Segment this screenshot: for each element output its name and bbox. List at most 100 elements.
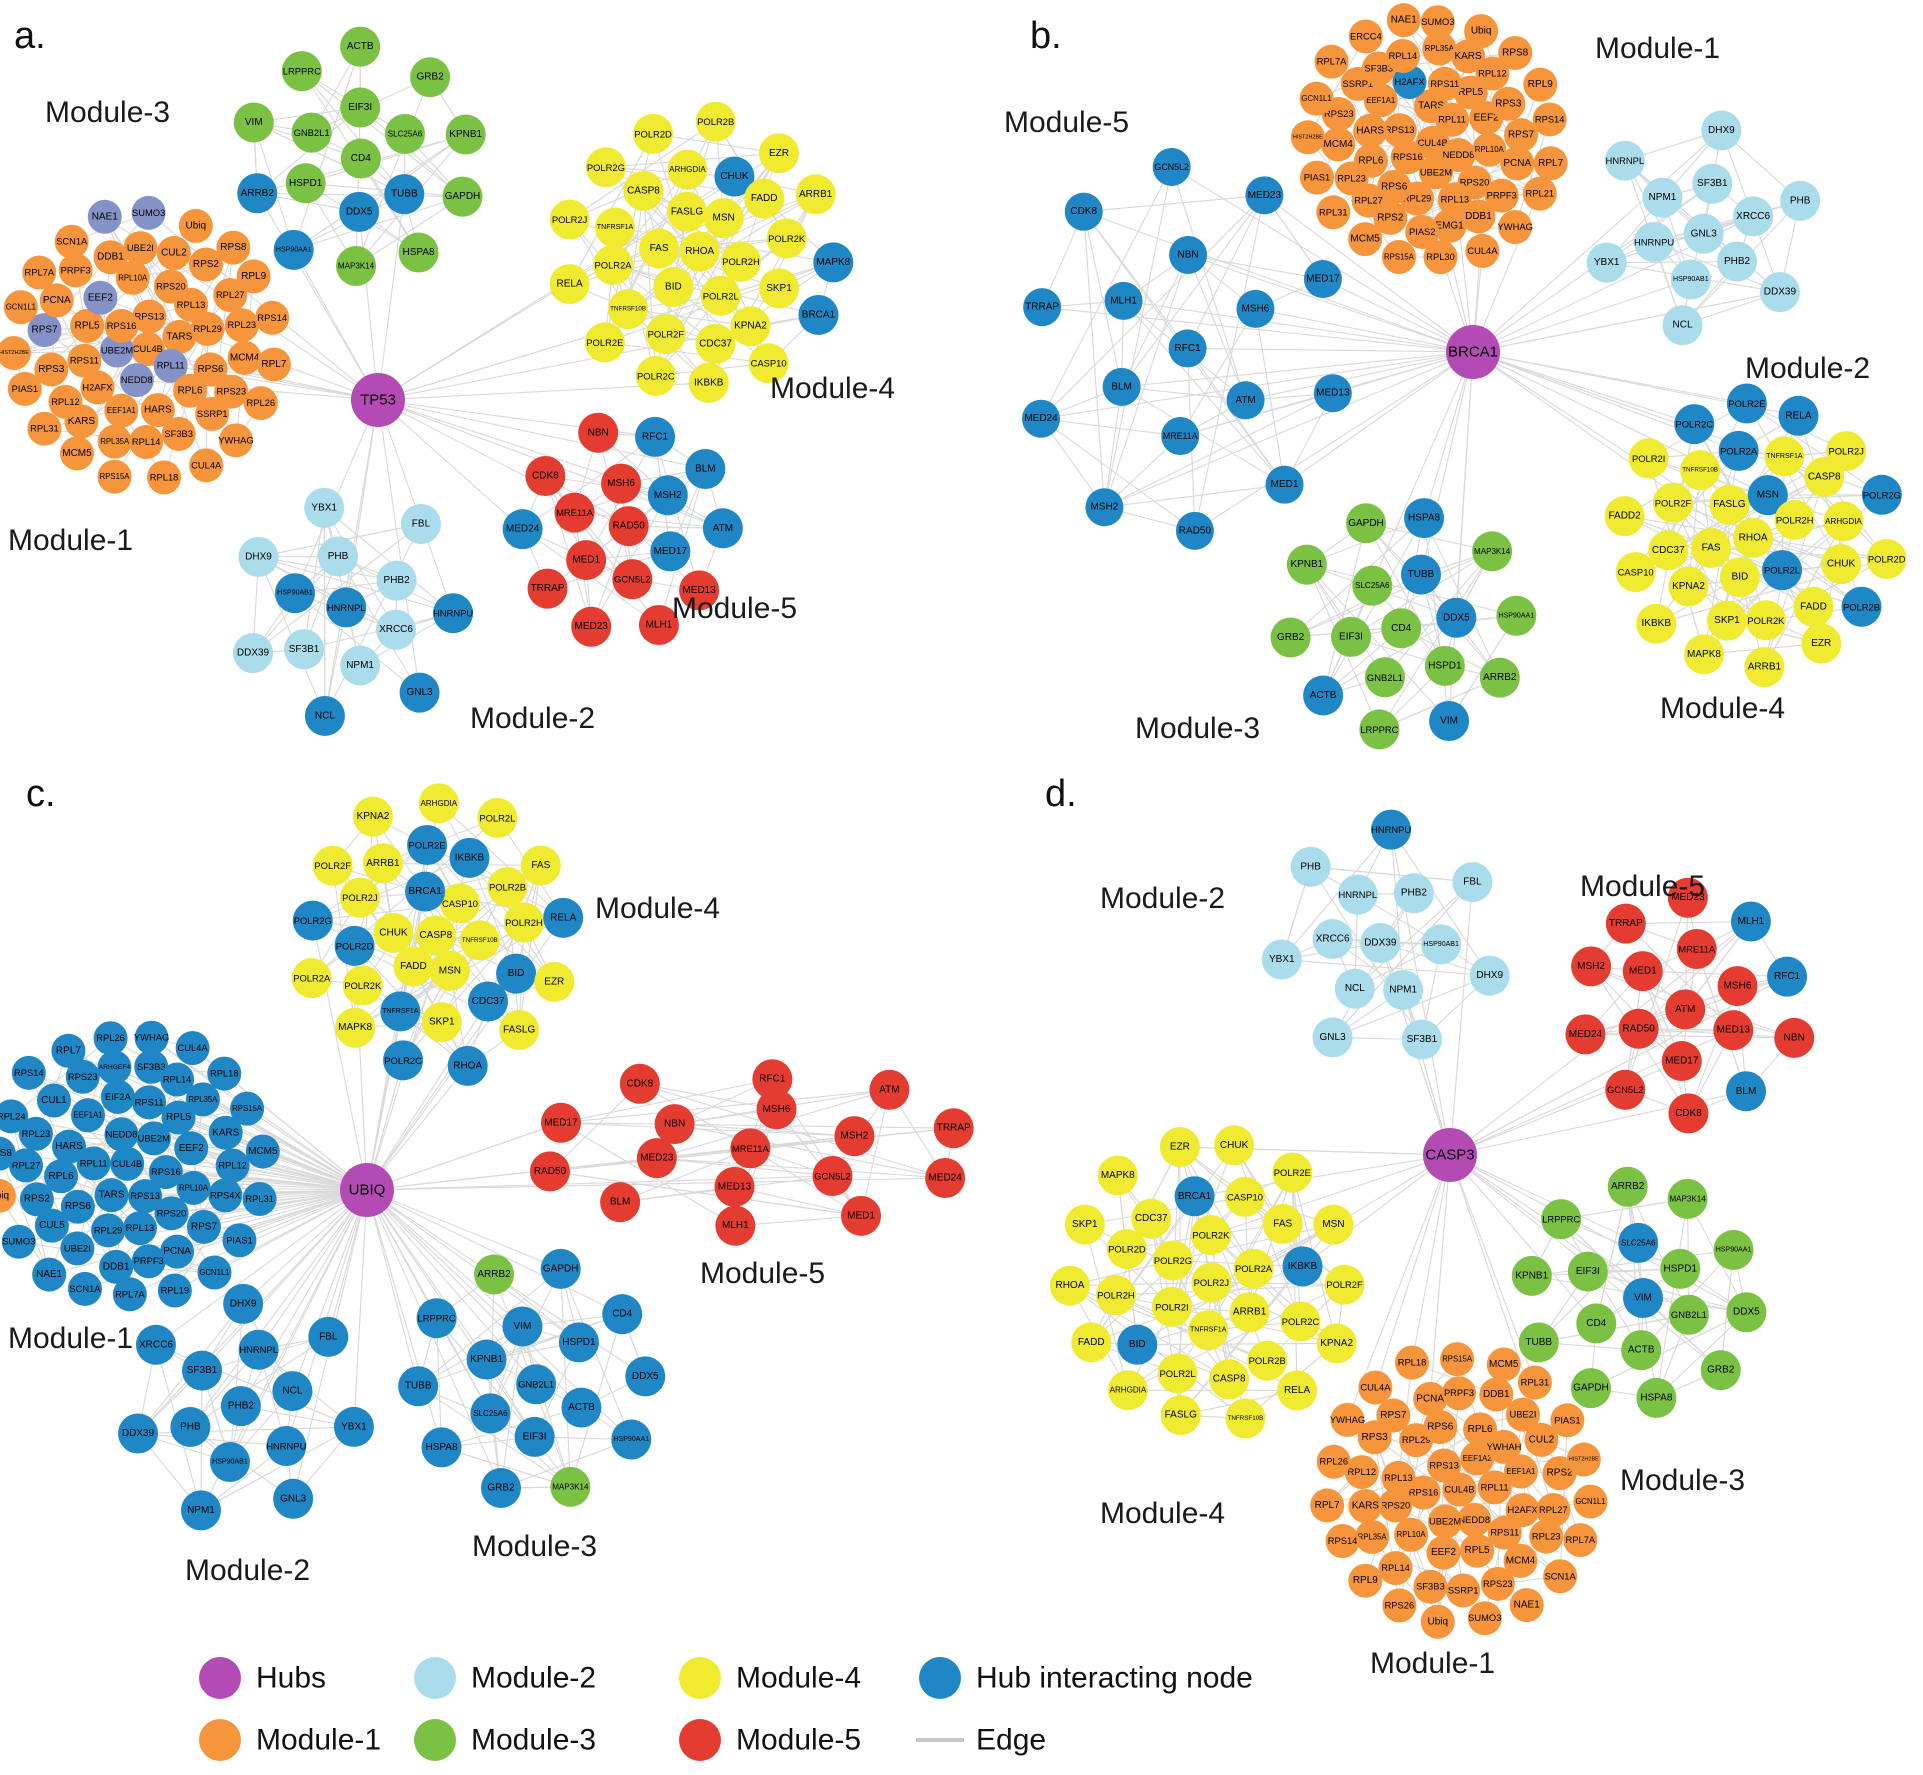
node-circle[interactable]: [1225, 1176, 1266, 1217]
node-gapdh[interactable]: GAPDH: [1570, 1368, 1611, 1409]
node-rps7[interactable]: RPS7: [27, 313, 62, 348]
node-circle[interactable]: [714, 156, 755, 197]
node-circle[interactable]: [1348, 19, 1383, 54]
node-circle[interactable]: [1209, 1359, 1250, 1400]
node-rpl14[interactable]: RPL14: [1385, 38, 1420, 73]
node-circle[interactable]: [1550, 1403, 1585, 1438]
node-circle[interactable]: [1413, 1569, 1448, 1604]
node-circle[interactable]: [190, 311, 225, 346]
node-circle[interactable]: [466, 1339, 507, 1380]
node-circle[interactable]: [1571, 946, 1612, 987]
node-circle[interactable]: [1420, 5, 1455, 40]
node-circle[interactable]: [104, 1117, 139, 1152]
node-circle[interactable]: [398, 1366, 439, 1407]
node-bid[interactable]: BID: [496, 953, 537, 994]
node-msh6[interactable]: MSH6: [1717, 966, 1758, 1007]
node-grb2[interactable]: GRB2: [410, 57, 451, 98]
node-rps16[interactable]: RPS16: [104, 308, 139, 343]
node-rps11[interactable]: RPS11: [1487, 1515, 1522, 1550]
node-circle[interactable]: [333, 1406, 374, 1447]
node-circle[interactable]: [178, 208, 213, 243]
node-med1[interactable]: MED1: [841, 1195, 882, 1236]
node-ezr[interactable]: EZR: [1159, 1127, 1200, 1168]
node-circle[interactable]: [1190, 1215, 1231, 1256]
hub-circle[interactable]: [351, 373, 405, 427]
node-polr2i[interactable]: POLR2I: [1151, 1286, 1192, 1327]
node-circle[interactable]: [233, 102, 274, 143]
node-npm1[interactable]: NPM1: [340, 645, 381, 686]
node-polr2b[interactable]: POLR2B: [1247, 1340, 1288, 1381]
node-circle[interactable]: [1674, 404, 1715, 445]
node-rfc1[interactable]: RFC1: [752, 1059, 793, 1100]
node-circle[interactable]: [3, 290, 38, 325]
node-circle[interactable]: [540, 1102, 581, 1143]
node-med13[interactable]: MED13: [714, 1166, 755, 1207]
node-circle[interactable]: [477, 797, 518, 838]
node-rpl26[interactable]: RPL26: [93, 1021, 128, 1056]
node-circle[interactable]: [224, 308, 259, 343]
node-rps15a[interactable]: RPS15A: [1381, 240, 1416, 275]
node-gcn5l2[interactable]: GCN5L2: [1152, 147, 1191, 186]
node-circle[interactable]: [679, 231, 720, 272]
node-tubb[interactable]: TUBB: [384, 174, 425, 215]
node-med13[interactable]: MED13: [679, 570, 720, 611]
node-circle[interactable]: [170, 1407, 211, 1448]
node-msh2[interactable]: MSH2: [647, 475, 688, 516]
node-rpl10a[interactable]: RPL10A: [115, 260, 150, 295]
node-circle[interactable]: [1472, 531, 1513, 572]
node-circle[interactable]: [561, 1387, 602, 1428]
node-fadd[interactable]: FADD: [744, 178, 785, 219]
node-circle[interactable]: [1310, 1488, 1345, 1523]
node-polr2c[interactable]: POLR2C: [1674, 404, 1715, 445]
node-cul5[interactable]: CUL5: [34, 1208, 69, 1243]
node-circle[interactable]: [76, 1146, 111, 1181]
node-cul4a[interactable]: CUL4A: [189, 448, 224, 483]
node-circle[interactable]: [340, 138, 381, 179]
node-rps23[interactable]: RPS23: [1480, 1566, 1515, 1601]
node-gnl3[interactable]: GNL3: [1312, 1017, 1353, 1058]
node-circle[interactable]: [1377, 169, 1412, 204]
node-circle[interactable]: [1841, 586, 1882, 627]
node-circle[interactable]: [383, 1040, 424, 1081]
node-circle[interactable]: [639, 228, 680, 269]
node-msh2[interactable]: MSH2: [834, 1116, 875, 1157]
node-circle[interactable]: [136, 1121, 171, 1156]
node-nbn[interactable]: NBN: [1169, 235, 1208, 274]
node-nedd8[interactable]: NEDD8: [119, 363, 154, 398]
node-cul4b[interactable]: CUL4B: [110, 1146, 145, 1181]
node-brca1[interactable]: BRCA1: [798, 294, 839, 335]
node-circle[interactable]: [1331, 616, 1372, 657]
node-trrap[interactable]: TRRAP: [933, 1108, 974, 1149]
node-pcna[interactable]: PCNA: [1500, 146, 1535, 181]
node-circle[interactable]: [1730, 901, 1771, 942]
node-circle[interactable]: [1245, 176, 1284, 215]
node-circle[interactable]: [1778, 395, 1819, 436]
node-hnrnpl[interactable]: HNRNPL: [1337, 874, 1378, 915]
node-cdk8[interactable]: CDK8: [619, 1063, 660, 1104]
node-circle[interactable]: [1359, 709, 1400, 750]
node-circle[interactable]: [1500, 146, 1535, 181]
node-phb2[interactable]: PHB2: [1393, 873, 1434, 914]
node-msh6[interactable]: MSH6: [601, 463, 642, 504]
node-circle[interactable]: [550, 1466, 591, 1507]
node-circle[interactable]: [216, 230, 251, 265]
node-ywhag[interactable]: YWHAG: [218, 423, 254, 458]
node-circle[interactable]: [601, 463, 642, 504]
node-circle[interactable]: [1316, 1323, 1357, 1364]
node-slc25a6[interactable]: SLC25A6: [1618, 1222, 1659, 1263]
node-circle[interactable]: [1529, 1519, 1564, 1554]
node-med23[interactable]: MED23: [1245, 176, 1284, 215]
node-ddb1[interactable]: DDB1: [1479, 1377, 1514, 1412]
node-circle[interactable]: [416, 1298, 457, 1339]
node-circle[interactable]: [1392, 65, 1427, 100]
node-mcm5[interactable]: MCM5: [59, 436, 94, 471]
node-rhoa[interactable]: RHOA: [1049, 1265, 1090, 1306]
node-hsp90ab1[interactable]: HSP90AB1: [1421, 924, 1462, 965]
node-circle[interactable]: [34, 1208, 69, 1243]
node-prpf3[interactable]: PRPF3: [58, 253, 93, 288]
node-circle[interactable]: [65, 1059, 100, 1094]
node-fadd[interactable]: FADD: [393, 946, 434, 987]
node-circle[interactable]: [60, 1231, 95, 1266]
node-med17[interactable]: MED17: [540, 1102, 581, 1143]
node-circle[interactable]: [1662, 305, 1703, 346]
